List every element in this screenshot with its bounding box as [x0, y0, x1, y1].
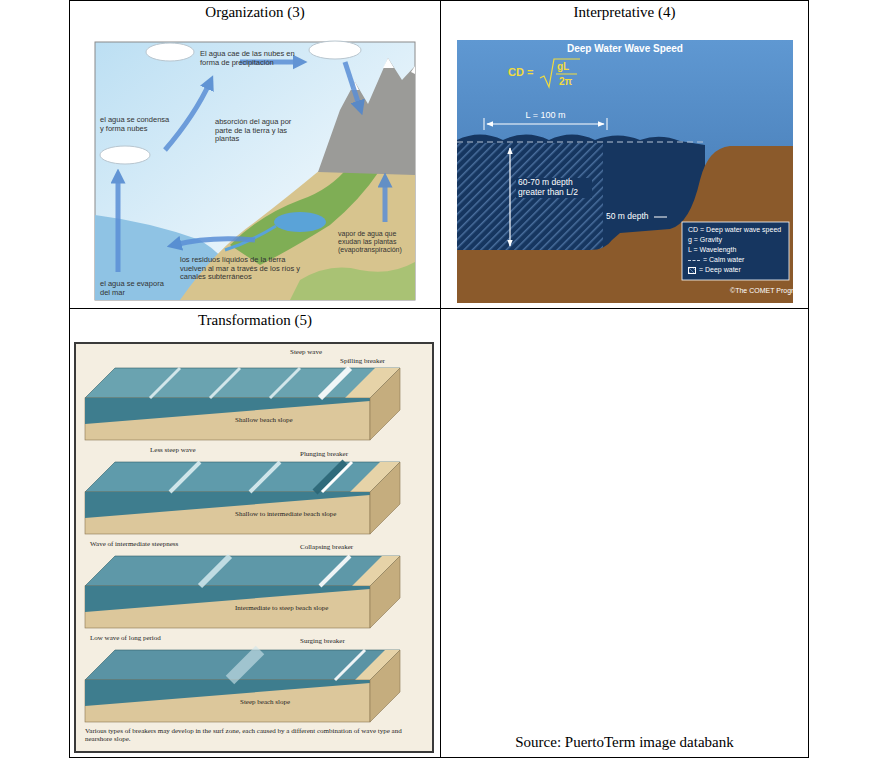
illustration-label: absorción del agua por parte de la tierr… — [215, 118, 307, 144]
cell-heading: Source: PuertoTerm image databank — [445, 734, 804, 751]
illustration-label: 2π — [559, 76, 572, 88]
illustration-label: Less steep wave — [150, 446, 195, 454]
legend-text: = Deep water — [699, 266, 741, 274]
illustration-label: Plunging breaker — [300, 450, 348, 458]
deep-water-swatch — [688, 267, 696, 274]
table-cell: Transformation (5) — [69, 308, 441, 758]
illustration-label: Low wave of long period — [90, 634, 161, 642]
illustration-label: CD = Deep water wave speed — [688, 226, 781, 234]
illustration-label: los residuos líquidos de la tierra vuelv… — [180, 256, 305, 282]
illustration-label: Spilling breaker — [340, 357, 385, 365]
breaker-types-illustration — [75, 343, 433, 752]
cell-heading: Interpretative (4) — [445, 4, 804, 21]
illustration-label: L = Wavelength — [688, 246, 736, 254]
illustration-label: Steep wave — [290, 348, 322, 356]
illustration-label: Various types of breakers may develop in… — [85, 727, 425, 743]
cell-heading: Organization (3) — [74, 4, 436, 21]
illustration-label: L = 100 m — [484, 110, 607, 120]
illustration-label: Shallow beach slope — [235, 416, 293, 424]
table-cell: Source: PuertoTerm image databank — [440, 308, 809, 758]
legend-text: = Calm water — [703, 256, 744, 264]
legend-row: = Calm water — [688, 256, 744, 264]
illustration-label: Surging breaker — [300, 637, 345, 645]
illustration-label: Deep Water Wave Speed — [457, 43, 793, 55]
illustration-label: el agua se condensa y forma nubes — [100, 116, 175, 133]
illustration-label: ©The COMET Program — [730, 287, 803, 295]
illustration-label: gL — [557, 61, 569, 73]
wave-speed-illustration — [457, 40, 793, 303]
illustration-label: El agua cae de las nubes en forma de pre… — [200, 50, 312, 67]
illustration-label: Shallow to intermediate beach slope — [235, 510, 336, 518]
illustration-label: g = Gravity — [688, 236, 722, 244]
illustration-label: Intermediate to steep beach slope — [235, 604, 328, 612]
illustration-label: 50 m depth — [606, 212, 649, 222]
legend-row: = Deep water — [688, 266, 741, 274]
calm-water-swatch — [688, 260, 700, 261]
illustration-label: Wave of intermediate steepness — [90, 540, 178, 548]
illustration-label: 60-70 m depth greater than L/2 — [516, 178, 592, 198]
illustration-label: el agua se evapora del mar — [100, 280, 170, 297]
illustration-label: Collapsing breaker — [300, 543, 353, 551]
illustration-label: CD = — [508, 66, 533, 79]
water-cycle-illustration — [95, 41, 415, 300]
illustration-label: vapor de agua que exudan las plantas (ev… — [338, 230, 413, 254]
illustration-label: Steep beach slope — [240, 698, 290, 706]
cell-heading: Transformation (5) — [74, 312, 436, 329]
